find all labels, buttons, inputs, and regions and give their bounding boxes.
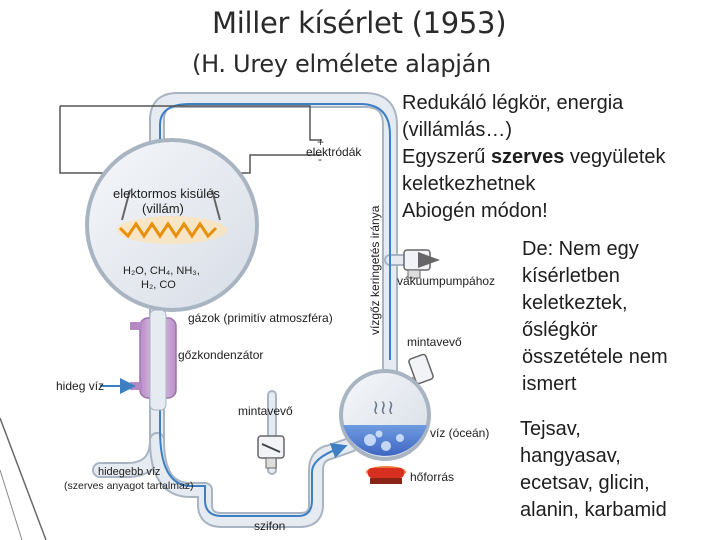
glass-tube-network xyxy=(92,92,424,528)
gas-formula-line2: H₂, CO xyxy=(141,279,176,291)
text-block-2-line-6: ismert xyxy=(522,373,577,395)
heat-source-icon xyxy=(366,466,406,484)
water-ocean-label: víz (óceán) xyxy=(430,426,489,440)
vacuum-pump-valve xyxy=(403,249,440,279)
circulation-arrows xyxy=(152,103,391,517)
bottom-sampler-valve xyxy=(257,435,285,469)
colder-water-label-line1: hidegebb víz xyxy=(98,466,160,478)
discharge-label-line1: elektormos kisülés xyxy=(113,186,220,201)
text-block-3-line-4: alanin, karbamid xyxy=(520,499,667,521)
text-block-1-line-3-suffix: vegyületek xyxy=(564,146,666,168)
page-subtitle: (H. Urey elmélete alapján xyxy=(192,50,491,78)
text-block-1-line-2: (villámlás…) xyxy=(402,119,512,141)
heat-source-label: hőforrás xyxy=(410,470,454,484)
page-title: Miller kísérlet (1953) xyxy=(212,6,507,40)
text-block-caveat: De: Nem egy kísérletben keletkeztek, ősl… xyxy=(522,236,668,398)
text-block-reducing-atmosphere: Redukáló légkör, energia (villámlás…) Eg… xyxy=(402,90,666,225)
discharge-label-line2: (villám) xyxy=(142,201,184,216)
steam-condenser xyxy=(130,309,177,411)
text-block-1-line-3: Egyszerű szerves vegyületek xyxy=(402,144,666,171)
steam-condenser-label: gőzkondenzátor xyxy=(178,348,263,362)
text-block-3-line-2: hangyasav, xyxy=(520,445,621,467)
text-block-1-line-4: keletkezhetnek xyxy=(402,173,536,195)
text-block-2-line-4: őslégkör xyxy=(522,319,598,341)
colder-water-label-line2: (szerves anyagot tartalmaz) xyxy=(64,480,194,492)
text-block-2-line-1: De: Nem egy xyxy=(522,238,639,260)
electrode-minus-sign: - xyxy=(318,152,322,166)
sampler-bottom-label: mintavevő xyxy=(238,404,293,418)
vacuum-pump-label: vákuumpumpához xyxy=(397,274,495,288)
gas-formula-line1: H₂O, CH₄, NH₃, xyxy=(123,265,200,277)
vapor-icon: ≀≀≀ xyxy=(372,397,395,419)
ocean-flask xyxy=(339,369,431,461)
text-block-1-line-1: Redukáló légkör, energia xyxy=(402,92,624,114)
siphon-label: szifon xyxy=(254,519,285,533)
circulation-direction-label: vízgőz keringetés iránya xyxy=(368,205,382,335)
spark-icon xyxy=(117,216,227,244)
electrodes-label: elektródák xyxy=(306,145,362,159)
electrode-rods xyxy=(121,189,221,221)
text-block-2-line-3: keletkeztek, xyxy=(522,292,628,314)
cold-water-label: hideg víz xyxy=(56,379,104,393)
text-block-3-line-3: ecetsav, glicin, xyxy=(520,472,650,494)
gases-label: gázok (primitív atmoszféra) xyxy=(188,311,333,325)
text-block-2-line-2: kísérletben xyxy=(522,265,620,287)
electrode-plus-sign: + xyxy=(317,135,324,149)
text-block-1-line-5: Abiogén módon! xyxy=(402,200,548,222)
text-block-products: Tejsav, hangyasav, ecetsav, glicin, alan… xyxy=(520,416,667,524)
corner-decoration xyxy=(0,417,47,540)
sampler-right-label: mintavevő xyxy=(407,335,462,349)
text-block-2-line-5: összetétele nem xyxy=(522,346,668,368)
text-block-3-line-1: Tejsav, xyxy=(520,418,581,440)
text-block-1-line-3-bold: szerves xyxy=(490,146,565,168)
text-block-1-line-3-prefix: Egyszerű xyxy=(402,146,491,168)
